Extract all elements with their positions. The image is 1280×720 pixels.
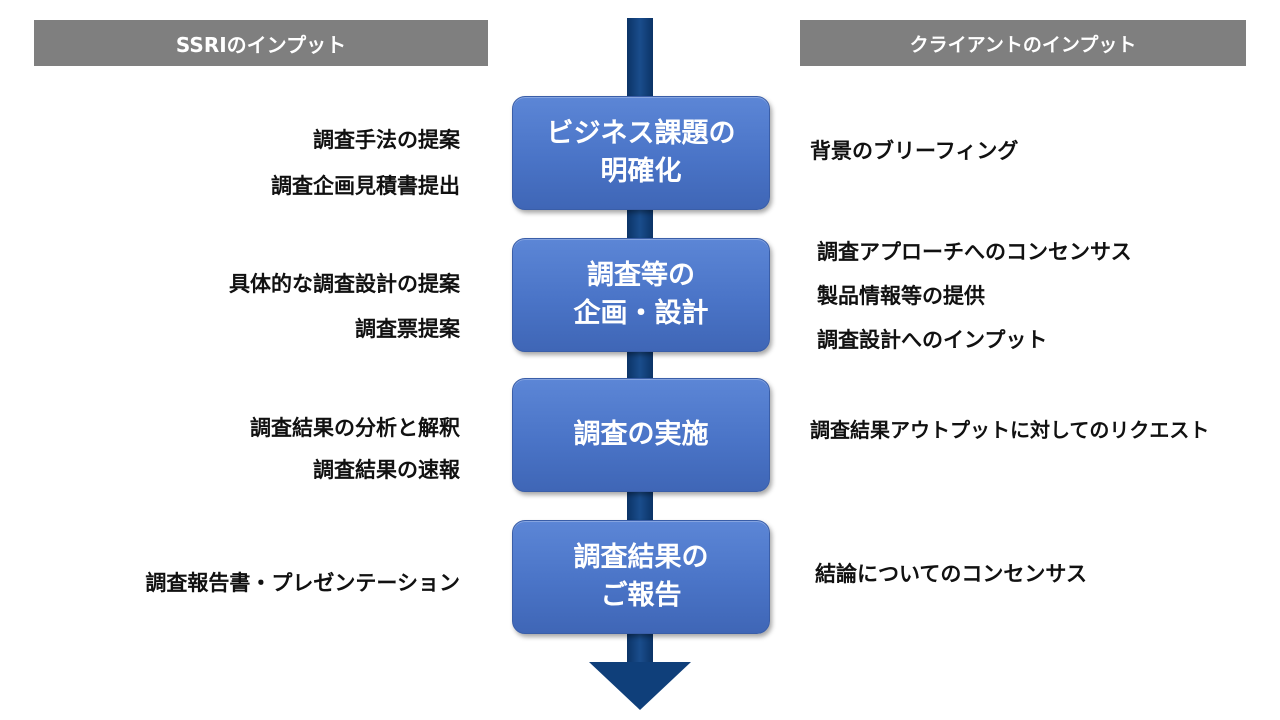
client-inputs-step-1: 背景のブリーフィング bbox=[810, 139, 1018, 163]
ssri-input-header: SSRIのインプット bbox=[34, 20, 488, 66]
step-line: 企画・設計 bbox=[573, 298, 709, 329]
step-execution: 調査の実施 bbox=[512, 378, 770, 492]
client-inputs-step-2: 調査アプローチへのコンセンサス 製品情報等の提供 調査設計へのインプット bbox=[817, 240, 1132, 352]
client-input-header: クライアントのインプット bbox=[800, 20, 1246, 66]
client-input-item: 結論についてのコンセンサス bbox=[815, 562, 1087, 586]
client-input-item: 調査設計へのインプット bbox=[817, 328, 1048, 352]
step-line: 調査の実施 bbox=[573, 419, 709, 450]
step-line: 明確化 bbox=[600, 156, 682, 187]
step-business-issue: ビジネス課題の 明確化 bbox=[512, 96, 770, 210]
ssri-input-item: 調査票提案 bbox=[355, 317, 460, 341]
client-input-item: 調査結果アウトプットに対してのリクエスト bbox=[810, 418, 1210, 442]
ssri-inputs-step-1: 調査手法の提案 調査企画見積書提出 bbox=[271, 128, 460, 198]
ssri-input-item: 調査結果の速報 bbox=[313, 458, 460, 482]
ssri-input-item: 調査結果の分析と解釈 bbox=[250, 416, 460, 440]
step-line: 調査結果の bbox=[573, 542, 709, 573]
step-line: ご報告 bbox=[600, 580, 682, 611]
client-input-item: 背景のブリーフィング bbox=[810, 139, 1019, 163]
arrow-head bbox=[589, 662, 691, 710]
client-input-item: 調査アプローチへのコンセンサス bbox=[817, 240, 1132, 264]
client-inputs-step-4: 結論についてのコンセンサス bbox=[815, 562, 1087, 586]
step-planning-design: 調査等の 企画・設計 bbox=[512, 238, 770, 352]
ssri-input-item: 調査手法の提案 bbox=[313, 128, 460, 152]
ssri-inputs-step-2: 具体的な調査設計の提案 調査票提案 bbox=[229, 272, 460, 341]
client-input-item: 製品情報等の提供 bbox=[817, 284, 985, 308]
client-inputs-step-3: 調査結果アウトプットに対してのリクエスト bbox=[810, 418, 1209, 442]
step-line: ビジネス課題の bbox=[546, 118, 736, 149]
ssri-input-item: 調査報告書・プレゼンテーション bbox=[145, 571, 460, 595]
ssri-input-item: 調査企画見積書提出 bbox=[271, 174, 460, 198]
ssri-input-item: 具体的な調査設計の提案 bbox=[229, 272, 460, 296]
ssri-inputs-step-4: 調査報告書・プレゼンテーション bbox=[145, 571, 460, 595]
ssri-inputs-step-3: 調査結果の分析と解釈 調査結果の速報 bbox=[250, 416, 460, 482]
step-reporting: 調査結果の ご報告 bbox=[512, 520, 770, 634]
step-line: 調査等の bbox=[587, 260, 695, 291]
